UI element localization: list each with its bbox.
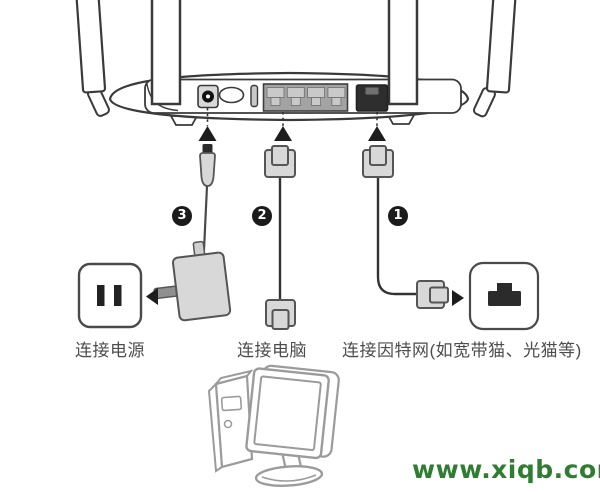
- callout-lan: [274, 112, 292, 141]
- rj45-connector-icon: [362, 145, 394, 178]
- wps-button-icon: [218, 86, 245, 104]
- slot-icon: [250, 84, 259, 108]
- lan-ports: [262, 83, 349, 112]
- callout-arrows: [198, 108, 386, 141]
- up-arrow-icon: [368, 126, 386, 141]
- antenna-outer-left-icon: [75, 0, 110, 117]
- callout-wan: [368, 112, 386, 141]
- wall-outlet: [77, 262, 143, 329]
- dc-plug-tip: [202, 144, 213, 154]
- lan-port-2: [286, 87, 305, 106]
- antenna-inner-left-icon: [150, 0, 182, 106]
- router-ports: [197, 83, 389, 112]
- rj45-connector-icon: [264, 145, 296, 178]
- ethernet-cable-2: [264, 145, 296, 330]
- ethernet-cord: [376, 177, 417, 296]
- right-arrow-icon: [452, 290, 464, 306]
- computer-monitor: [245, 364, 340, 460]
- callout-power: [198, 108, 217, 141]
- rj45-connector-icon: [416, 280, 449, 309]
- label-connect-computer: 连接电脑: [237, 341, 307, 360]
- computer-illustration: [207, 364, 340, 487]
- left-arrow-icon: [146, 288, 158, 305]
- outlet-prong-slot: [114, 285, 122, 306]
- step-badge-3: 3: [172, 206, 192, 226]
- up-arrow-icon: [274, 126, 292, 141]
- rj45-connector-icon: [265, 299, 296, 330]
- outlet-prong-slot: [97, 285, 105, 306]
- drive-bay: [220, 395, 243, 412]
- modem: [468, 261, 540, 331]
- ethernet-port-icon: [488, 283, 521, 306]
- watermark: www.xiqb.com: [412, 455, 600, 484]
- antenna-outer-right-icon: [472, 0, 517, 118]
- up-arrow-icon: [198, 126, 217, 141]
- lan-port-4: [327, 87, 346, 106]
- power-button-icon: [223, 419, 233, 429]
- step-badge-1: 1: [388, 206, 408, 226]
- router-illustration: [75, 0, 517, 126]
- power-cable: [199, 144, 216, 251]
- dc-plug-icon: [199, 152, 216, 187]
- label-connect-power: 连接电源: [75, 341, 145, 360]
- lan-port-1: [266, 87, 285, 106]
- power-jack-icon: [197, 84, 219, 109]
- monitor-screen: [253, 375, 322, 451]
- wan-port-icon: [355, 84, 389, 112]
- ethernet-cable-1: [362, 145, 449, 309]
- power-cord: [202, 185, 209, 251]
- power-adapter: [153, 240, 232, 322]
- adapter-body: [171, 251, 232, 322]
- lan-port-3: [307, 87, 326, 106]
- label-connect-internet: 连接因特网(如宽带猫、光猫等): [342, 341, 582, 360]
- antenna-inner-right-icon: [387, 0, 419, 106]
- step-badge-2: 2: [252, 206, 272, 226]
- computer-tower: [207, 369, 254, 473]
